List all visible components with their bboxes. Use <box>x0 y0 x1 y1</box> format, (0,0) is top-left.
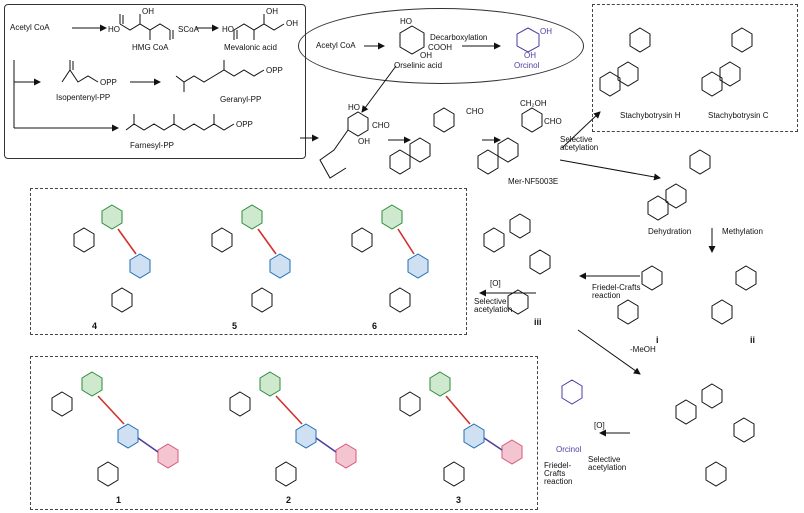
stachybotrysin-h-label: Stachybotrysin H <box>620 111 681 120</box>
compound-i-number: i <box>656 335 659 345</box>
dimer-4 <box>73 204 151 313</box>
compound-iii-number: iii <box>534 317 542 327</box>
compound-ii-number: ii <box>750 335 756 345</box>
orcinol-oh-label: OH <box>540 27 552 36</box>
orcinol-oh2-label: OH <box>524 51 536 60</box>
dehydration-label: Dehydration <box>648 227 692 236</box>
trimer-3 <box>399 371 523 487</box>
trimer-2 <box>229 371 357 487</box>
selective-acetylation-top-label: Selective acetylation <box>560 135 599 152</box>
compound-1-number: 1 <box>116 495 122 505</box>
geranyl-pp-structure <box>175 60 265 92</box>
cyclized-cho-label: CHO <box>466 107 484 116</box>
mevalonate-pathway-box <box>4 4 306 159</box>
compounds-4-6-box <box>30 188 467 335</box>
mev-oh2-label: OH <box>286 19 298 28</box>
dimer-6 <box>351 204 429 313</box>
oxidation-top-label: [O] <box>490 279 501 288</box>
compound-3-number: 3 <box>456 495 462 505</box>
orcinol-ring <box>516 27 540 53</box>
fpp-opp-label: OPP <box>236 120 253 129</box>
orcinol-label: Orcinol <box>514 61 540 70</box>
intermediate-oh-label: OH <box>358 137 370 146</box>
compound-2-number: 2 <box>286 495 292 505</box>
selective-acetylation-bottom-label: Selective acetylation <box>588 455 627 472</box>
farnesyl-pp-structure <box>125 114 235 131</box>
geranyl-pp-label: Geranyl-PP <box>220 95 262 104</box>
hmg-scoa-label: SCoA <box>178 25 199 34</box>
mer-ch2oh-label: CH₂OH <box>520 99 547 108</box>
decarboxylation-label: Decarboxylation <box>430 33 488 42</box>
acetyl-coa-label: Acetyl CoA <box>10 23 50 32</box>
mev-ho-label: HO <box>222 25 234 34</box>
pathway-arrows <box>300 65 716 437</box>
friedel-crafts-bottom-label: Friedel-Crafts reaction <box>544 461 573 486</box>
orsellinic-oh-label: OH <box>420 51 432 60</box>
stachybotrysin-c-label: Stachybotrysin C <box>708 111 769 120</box>
orsellinic-cooh-label: COOH <box>428 43 452 52</box>
dimer-5 <box>211 204 291 313</box>
mev-oh-label: OH <box>266 7 278 16</box>
intermediate-ho-label: HO <box>348 103 360 112</box>
methylation-label: Methylation <box>722 227 763 236</box>
gpp-opp-label: OPP <box>266 66 283 75</box>
mevalonic-acid-label: Mevalonic acid <box>224 43 277 52</box>
isopentenyl-pp-structure <box>61 60 99 83</box>
trimer-1 <box>51 371 179 487</box>
compound-4-number: 4 <box>92 321 98 331</box>
ipp-opp-label: OPP <box>100 78 117 87</box>
mevalonate-arrows <box>13 24 219 132</box>
selective-acetylation-mid-label: Selective acetylation <box>474 297 513 314</box>
meoh-label: -MeOH <box>630 345 656 354</box>
mer-cho-label: CHO <box>544 117 562 126</box>
farnesyl-pp-label: Farnesyl-PP <box>130 141 175 150</box>
orsellinic-acid-ellipse <box>298 8 584 84</box>
orcinol-bottom-label: Orcinol <box>556 445 582 454</box>
orsellinic-acid-label: Orselinic acid <box>394 61 443 70</box>
hmg-coa-structure <box>119 14 174 40</box>
orsellinic-ho-label: HO <box>400 17 412 26</box>
compound-6-number: 6 <box>372 321 378 331</box>
mer-nf5003e-label: Mer-NF5003E <box>508 177 559 186</box>
oxidation-bottom-label: [O] <box>594 421 605 430</box>
ellipse-acetyl-coa-label: Acetyl CoA <box>316 41 356 50</box>
intermediate-cho-label: CHO <box>372 121 390 130</box>
isopentenyl-pp-label: Isopentenyl-PP <box>56 93 111 102</box>
intermediate-skeletons <box>319 27 757 487</box>
compounds-1-3-box <box>30 356 538 510</box>
hmg-coa-label: HMG CoA <box>132 43 169 52</box>
mevalonic-acid-structure <box>233 14 285 40</box>
stachybotrysin-box <box>592 4 798 132</box>
friedel-crafts-top-label: Friedel-Crafts reaction <box>592 283 641 300</box>
hmg-ho-label: HO <box>108 25 120 34</box>
compound-5-number: 5 <box>232 321 238 331</box>
hmg-oh-label: OH <box>142 7 154 16</box>
orsellinic-acid-ring <box>399 25 425 55</box>
